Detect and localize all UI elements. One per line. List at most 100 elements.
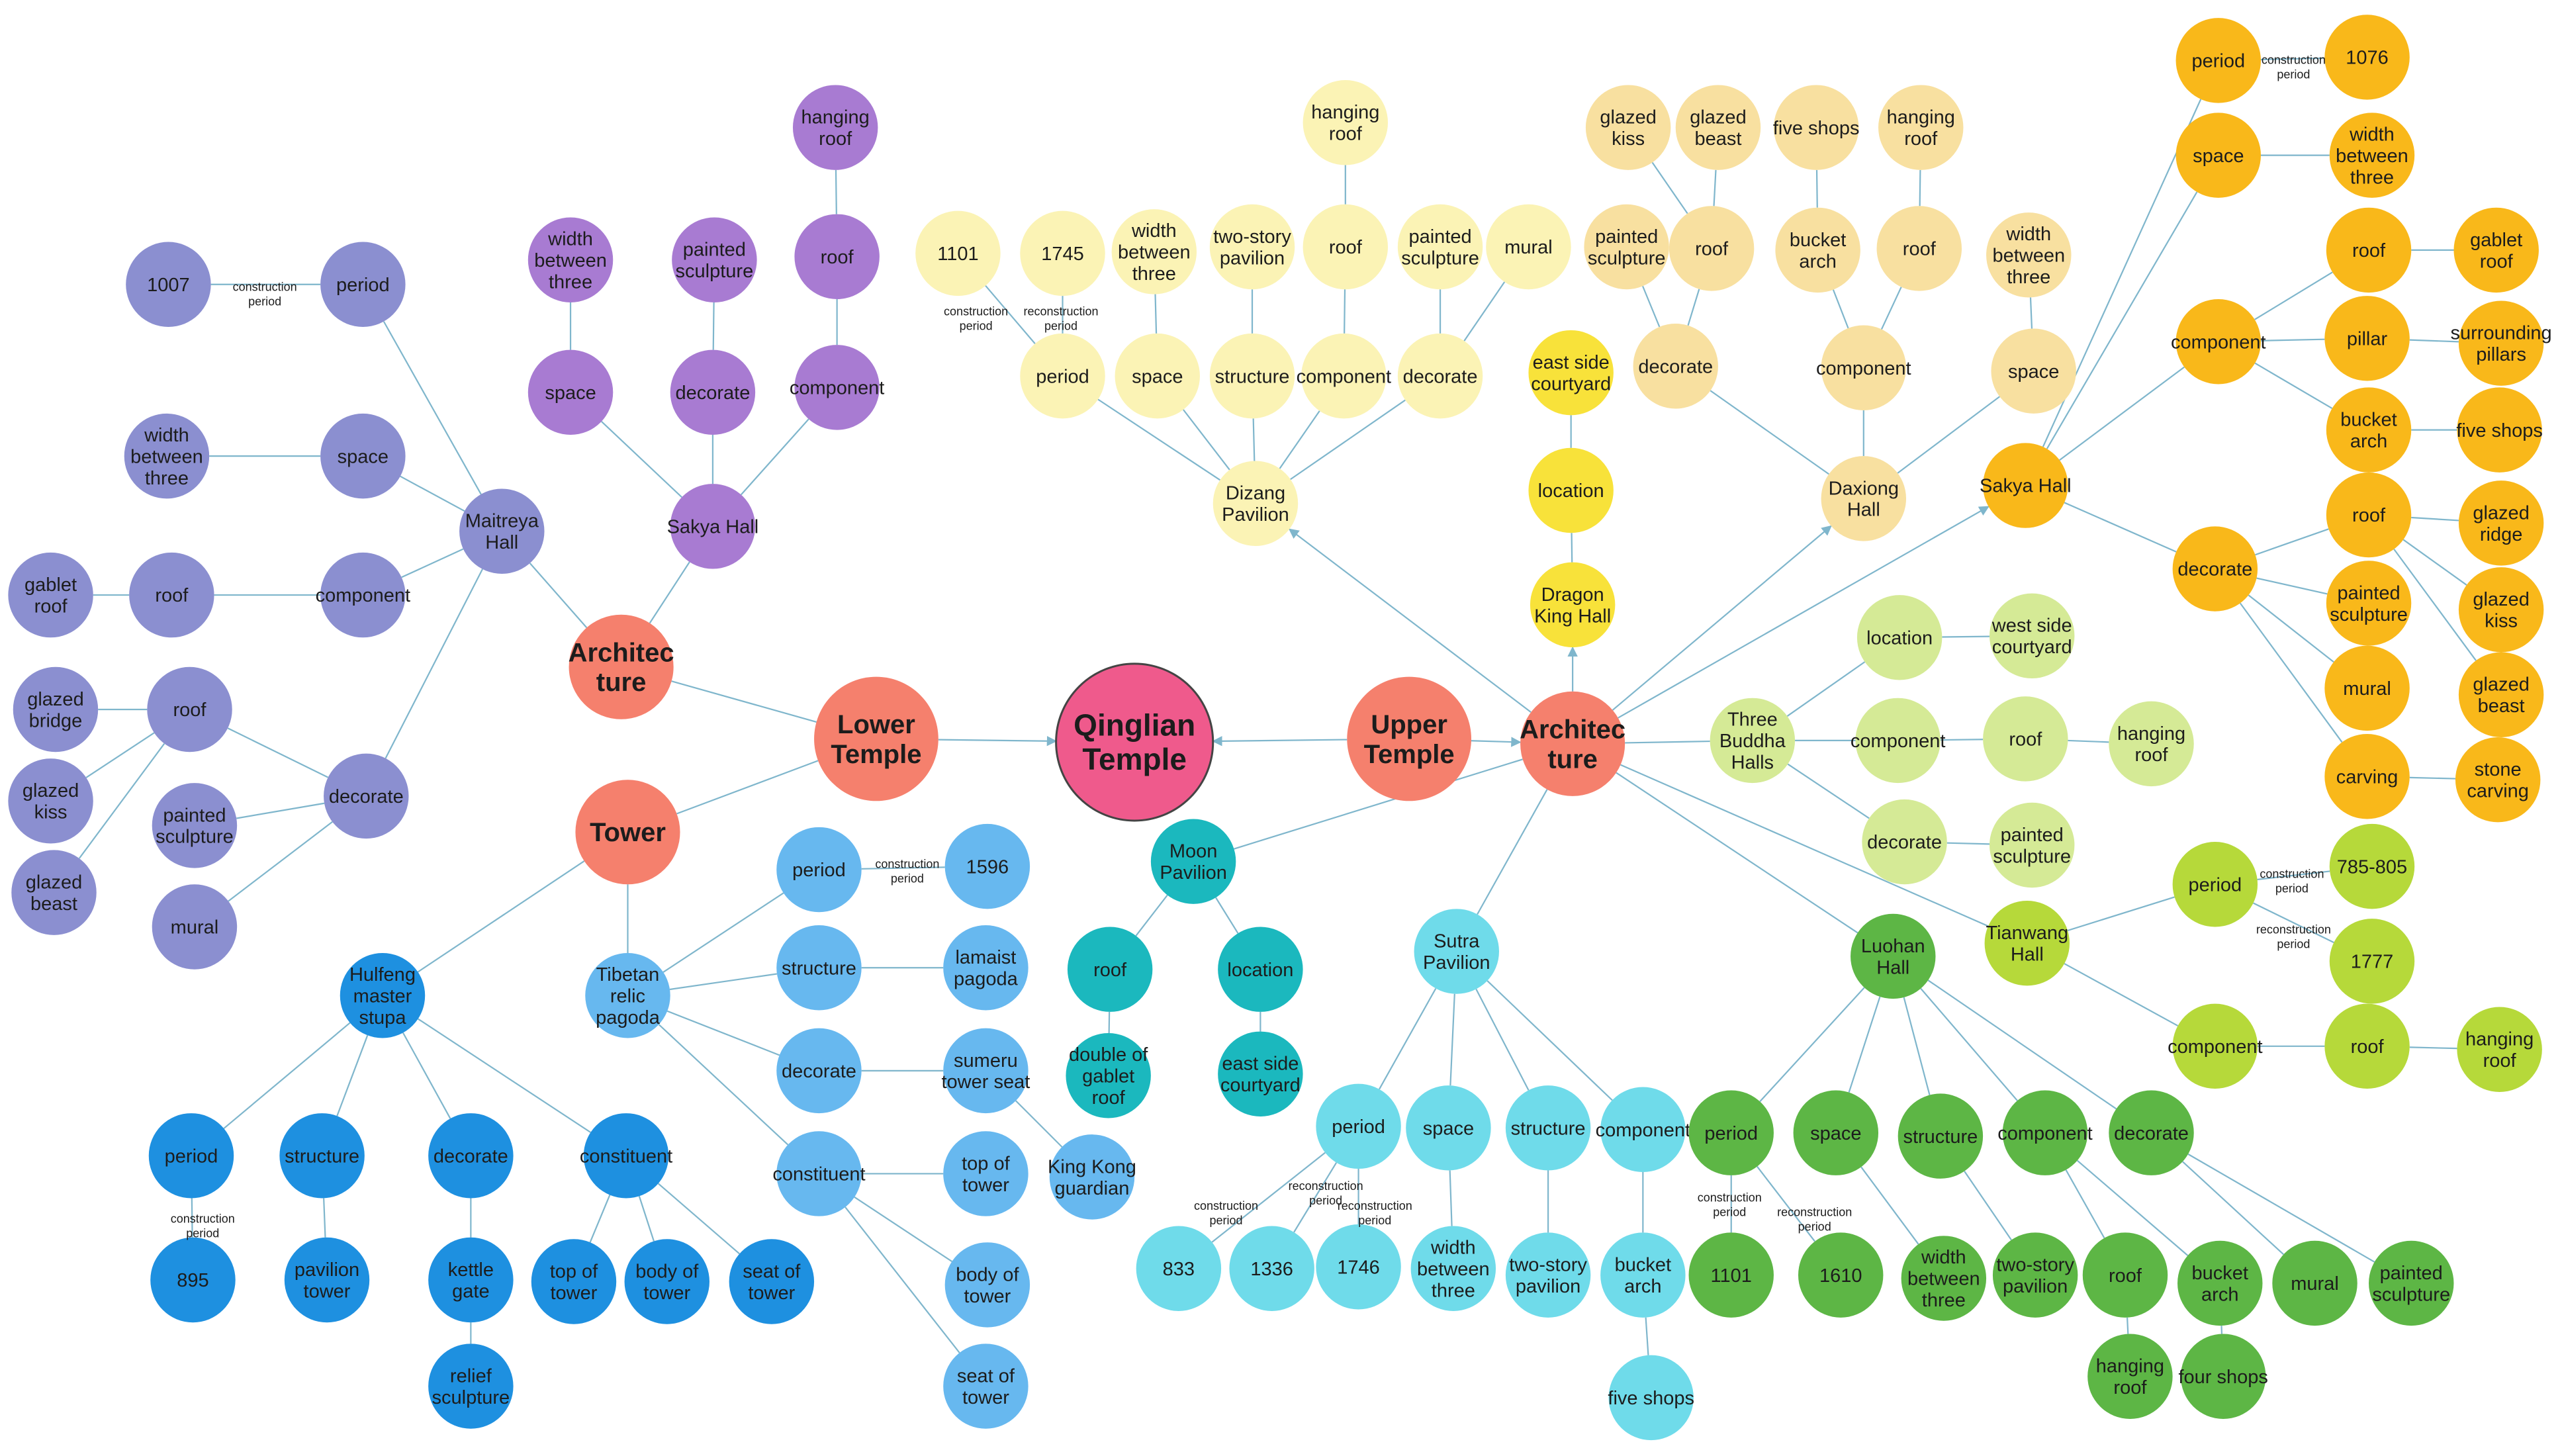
node-circle <box>428 1113 514 1199</box>
node-circle <box>1878 85 1964 170</box>
node-five-shops: five shops <box>2456 387 2543 473</box>
node-component: component <box>316 552 410 638</box>
node-circle <box>1397 333 1483 419</box>
node-label: structure <box>1511 1118 1586 1139</box>
node-label: roof <box>1695 239 1729 260</box>
edge-tb-roof-to-tb-hr <box>2068 739 2109 743</box>
node-label: decorate <box>2114 1123 2189 1144</box>
edge-dk-to-dk-loc <box>1571 533 1573 563</box>
node-label: period <box>1332 1116 1385 1138</box>
edge-us-droof-to-us-gk <box>2402 539 2467 586</box>
node-circle <box>147 666 232 752</box>
edge-lh-dec-to-lh-mur <box>2182 1161 2285 1255</box>
node-label: structure <box>1215 366 1290 387</box>
edge-mh-to-mh-per <box>383 321 482 495</box>
node-label: 1336 <box>1250 1259 1293 1280</box>
edge-layer <box>78 57 2477 1355</box>
node-mural: mural <box>2272 1240 2357 1326</box>
edge-u-arch-to-tb <box>1625 740 1710 744</box>
node-circle <box>1229 1226 1314 1311</box>
node-circle <box>2329 919 2415 1004</box>
node-circle <box>1856 595 1943 680</box>
edge-ls-to-ls-sp <box>601 421 682 498</box>
node-circle <box>776 925 862 1011</box>
node-circle <box>1983 443 2068 528</box>
edge-hf-per-to-hf-895 <box>191 1198 193 1238</box>
node-circle <box>531 1239 617 1324</box>
edge-dz-sp-to-dz-spv <box>1154 294 1158 334</box>
node-structure: structure <box>1898 1093 1984 1179</box>
edge-l-arch-to-ls <box>649 561 690 624</box>
node-circle <box>129 552 214 638</box>
node-label: decorate <box>2177 559 2252 580</box>
node-circle <box>1414 909 1499 994</box>
node-1777: 1777 <box>2329 919 2415 1004</box>
node-period: period <box>320 242 406 327</box>
node-component: component <box>1297 333 1391 419</box>
node-circle <box>2172 526 2258 612</box>
node-label: Sakya Hall <box>667 516 759 537</box>
node-circle <box>284 1237 370 1323</box>
edge-tr-to-tr-str <box>669 973 778 991</box>
node-circle <box>2324 734 2410 819</box>
node-circle <box>1055 662 1214 822</box>
node-label: component <box>1816 358 1911 379</box>
node-circle <box>2172 842 2258 927</box>
node-circle <box>2272 1240 2357 1326</box>
node-circle <box>2175 18 2262 103</box>
node-label: roof <box>2109 1265 2142 1287</box>
node-circle <box>2329 823 2415 909</box>
node-circle <box>1115 333 1200 419</box>
node-circle <box>1486 204 1571 290</box>
edge-sp-to-sp-str <box>1475 989 1530 1091</box>
node-period: period <box>1688 1090 1774 1175</box>
node-label: structure <box>285 1146 359 1167</box>
node-circle <box>1520 691 1625 796</box>
edge-sp-sp-to-sp-spv <box>1449 1170 1453 1226</box>
node-decorate: decorate <box>324 753 409 839</box>
node-circle <box>1136 1226 1222 1311</box>
node-circle <box>2082 1232 2168 1318</box>
node-circle <box>1876 206 1962 291</box>
node-circle <box>2109 1090 2194 1175</box>
node-sakya-hall: Sakya Hall <box>1980 443 2072 528</box>
edge-us-to-us-dec <box>2064 502 2177 553</box>
edge-dz-to-dz-str <box>1252 418 1256 461</box>
node-label: mural <box>2343 678 2391 700</box>
node-1745: 1745 <box>1020 210 1105 296</box>
node-circle <box>2458 480 2544 566</box>
node-label: roof <box>2352 505 2386 526</box>
node-label: roof <box>2352 240 2386 261</box>
edge-hf-con-to-hf-seat <box>657 1183 740 1255</box>
